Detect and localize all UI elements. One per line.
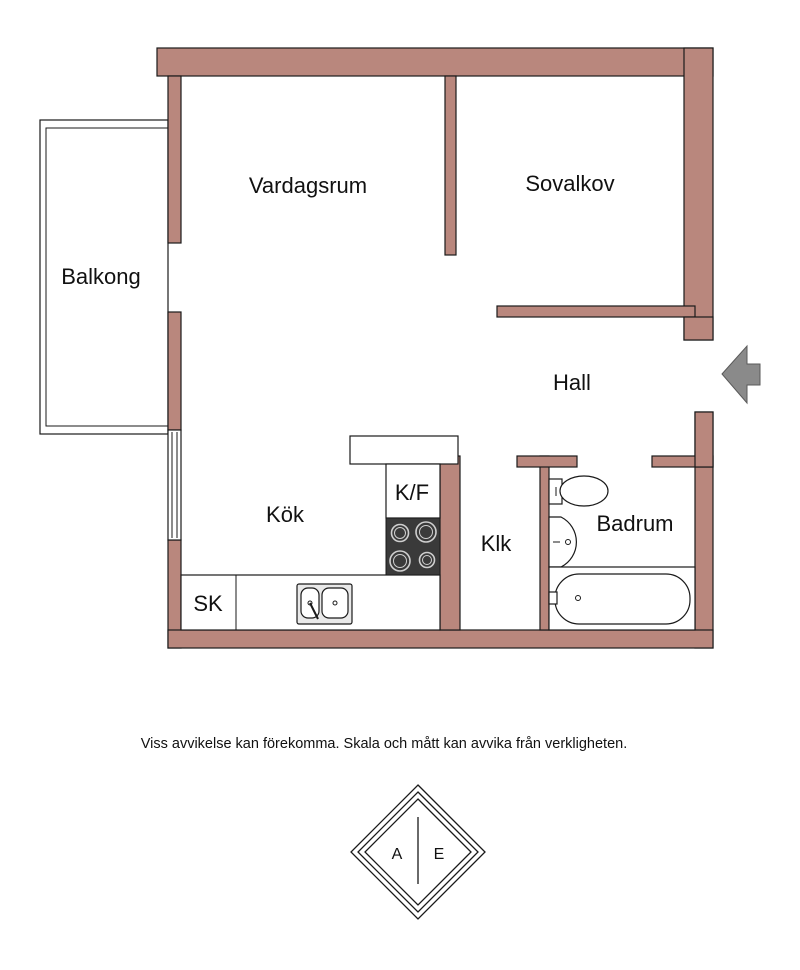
room-label-sovalkov: Sovalkov (525, 171, 614, 196)
wall-bedroom-bottom (496, 305, 696, 318)
wall-klk-right (539, 455, 550, 631)
room-label-sk: SK (193, 591, 223, 616)
balcony (39, 119, 169, 435)
wall-klk-stub (516, 455, 578, 468)
sink-icon (296, 583, 353, 625)
washbasin-icon (548, 516, 577, 568)
logo-letter-left: A (392, 846, 403, 863)
entrance-arrow-icon (721, 344, 761, 405)
wall-partition-bedroom (444, 75, 457, 256)
window-kitchen (167, 429, 182, 541)
wall-step (683, 316, 714, 341)
wall-klk-left (439, 455, 461, 631)
walls (156, 47, 714, 649)
wall-top (156, 47, 714, 77)
toilet-icon (548, 475, 609, 507)
kitchen-fixtures (180, 435, 459, 631)
wall-bottom (167, 629, 714, 649)
kitchen-counter-upper (349, 435, 459, 465)
wall-left-2 (167, 311, 182, 431)
wall-left-1 (167, 75, 182, 244)
room-label-vardagsrum: Vardagsrum (249, 173, 367, 198)
room-label-klk: Klk (481, 531, 513, 556)
fridge-freezer (385, 463, 441, 519)
stove-icon (385, 517, 441, 576)
room-label-kf: K/F (395, 480, 429, 505)
bathroom-fixtures (548, 475, 696, 631)
room-label-badrum: Badrum (596, 511, 673, 536)
bathtub-icon (548, 566, 696, 631)
room-label-hall: Hall (553, 370, 591, 395)
room-label-kok: Kök (266, 502, 305, 527)
wall-bath-side (694, 411, 714, 468)
brand-logo: A E (350, 784, 486, 920)
wall-right-upper (683, 47, 714, 341)
room-label-balkong: Balkong (61, 264, 141, 289)
logo-letter-right: E (434, 846, 445, 863)
disclaimer-text: Viss avvikelse kan förekomma. Skala och … (141, 736, 628, 752)
